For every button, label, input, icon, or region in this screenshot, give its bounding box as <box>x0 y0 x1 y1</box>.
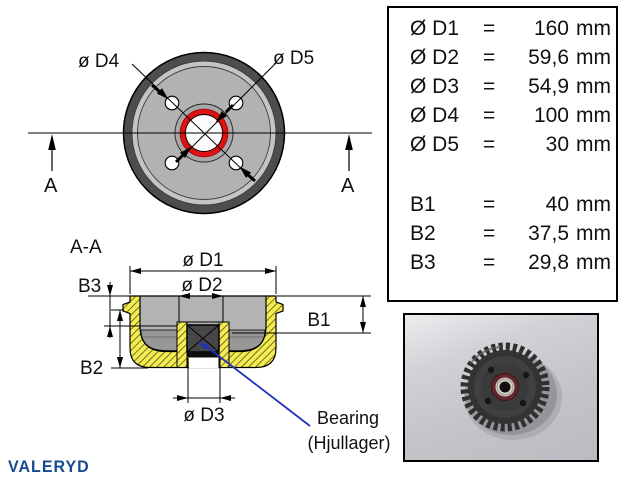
section-letter-right: A <box>341 175 355 197</box>
dim-label: Ø D5 <box>410 133 460 156</box>
drum-teeth <box>460 342 550 432</box>
dimensions-table: Ø D1 = 160 mm Ø D2 = 59,6 mm Ø D3 = 54,9 mm Ø D4 =… <box>387 6 618 302</box>
dim-label: B2 <box>410 222 436 245</box>
equals-sign: = <box>483 193 496 216</box>
dim-unit: mm <box>576 222 611 245</box>
valeryd-logo: VALERYD <box>8 458 90 477</box>
table-row: B1 = 40 mm <box>410 190 616 219</box>
label-d5: ø D5 <box>273 48 314 69</box>
b3-dimension <box>88 282 177 338</box>
dim-value: 40 <box>545 193 569 216</box>
dim-label: B3 <box>410 251 436 274</box>
table-row: Ø D4 = 100 mm <box>410 101 616 130</box>
bearing-callout: Bearing (Hjullager) <box>198 341 391 453</box>
label-d4: ø D4 <box>78 51 120 72</box>
dim-unit: mm <box>576 251 611 274</box>
d4-dimension-line <box>131 63 256 183</box>
front-view-drawing: ø D4 ø D5 A A <box>28 48 372 215</box>
label-d3: ø D3 <box>183 405 224 426</box>
table-row: Ø D2 = 59,6 mm <box>410 43 616 72</box>
table-row: B3 = 29,8 mm <box>410 248 616 277</box>
dim-unit: mm <box>576 46 611 69</box>
section-letter-left: A <box>44 175 58 197</box>
table-row: Ø D1 = 160 mm <box>410 14 616 43</box>
dim-value: 37,5 <box>528 222 569 245</box>
d2-dimension <box>178 293 224 322</box>
equals-sign: = <box>483 222 496 245</box>
dim-value: 30 <box>545 133 569 156</box>
dim-unit: mm <box>576 75 611 98</box>
dim-value: 59,6 <box>528 46 569 69</box>
b2-dimension <box>111 309 148 369</box>
bearing-callout-line1: Bearing <box>317 408 379 428</box>
dim-label: Ø D3 <box>410 75 460 98</box>
label-b3: B3 <box>78 276 101 297</box>
dim-unit: mm <box>576 193 611 216</box>
product-photo-frame <box>403 313 599 462</box>
equals-sign: = <box>483 46 496 69</box>
dim-label: Ø D2 <box>410 46 460 69</box>
equals-sign: = <box>483 17 496 40</box>
dim-label: B1 <box>410 193 436 216</box>
label-b1: B1 <box>307 310 330 331</box>
table-row: B2 = 37,5 mm <box>410 219 616 248</box>
d3-dimension <box>173 358 235 403</box>
bearing-callout-line2: (Hjullager) <box>307 433 390 453</box>
section-view-drawing: A-A ø D1 ø D2 ø D3 <box>70 237 391 453</box>
dim-value: 160 <box>533 17 569 40</box>
dim-value: 29,8 <box>528 251 569 274</box>
b1-dimension <box>232 295 371 334</box>
photo-bolt-holes <box>484 366 530 407</box>
dim-value: 54,9 <box>528 75 569 98</box>
equals-sign: = <box>483 251 496 274</box>
d5-dimension-line <box>174 62 277 164</box>
product-photo <box>460 342 562 440</box>
section-title: A-A <box>70 237 102 258</box>
dim-label: Ø D4 <box>410 104 460 127</box>
dim-label: Ø D1 <box>410 17 460 40</box>
label-b2: B2 <box>80 358 103 379</box>
dim-value: 100 <box>533 104 569 127</box>
section-marker-left: A <box>44 134 58 197</box>
table-row: Ø D5 = 30 mm <box>410 130 616 159</box>
label-d2: ø D2 <box>181 275 222 296</box>
equals-sign: = <box>483 104 496 127</box>
section-marker-right: A <box>341 134 355 197</box>
equals-sign: = <box>483 75 496 98</box>
equals-sign: = <box>483 133 496 156</box>
hub-assembly <box>176 321 230 368</box>
table-row: Ø D3 = 54,9 mm <box>410 72 616 101</box>
d1-dimension <box>129 266 277 294</box>
dim-unit: mm <box>576 133 611 156</box>
dim-unit: mm <box>576 104 611 127</box>
label-d1: ø D1 <box>182 250 223 271</box>
dim-unit: mm <box>576 17 611 40</box>
